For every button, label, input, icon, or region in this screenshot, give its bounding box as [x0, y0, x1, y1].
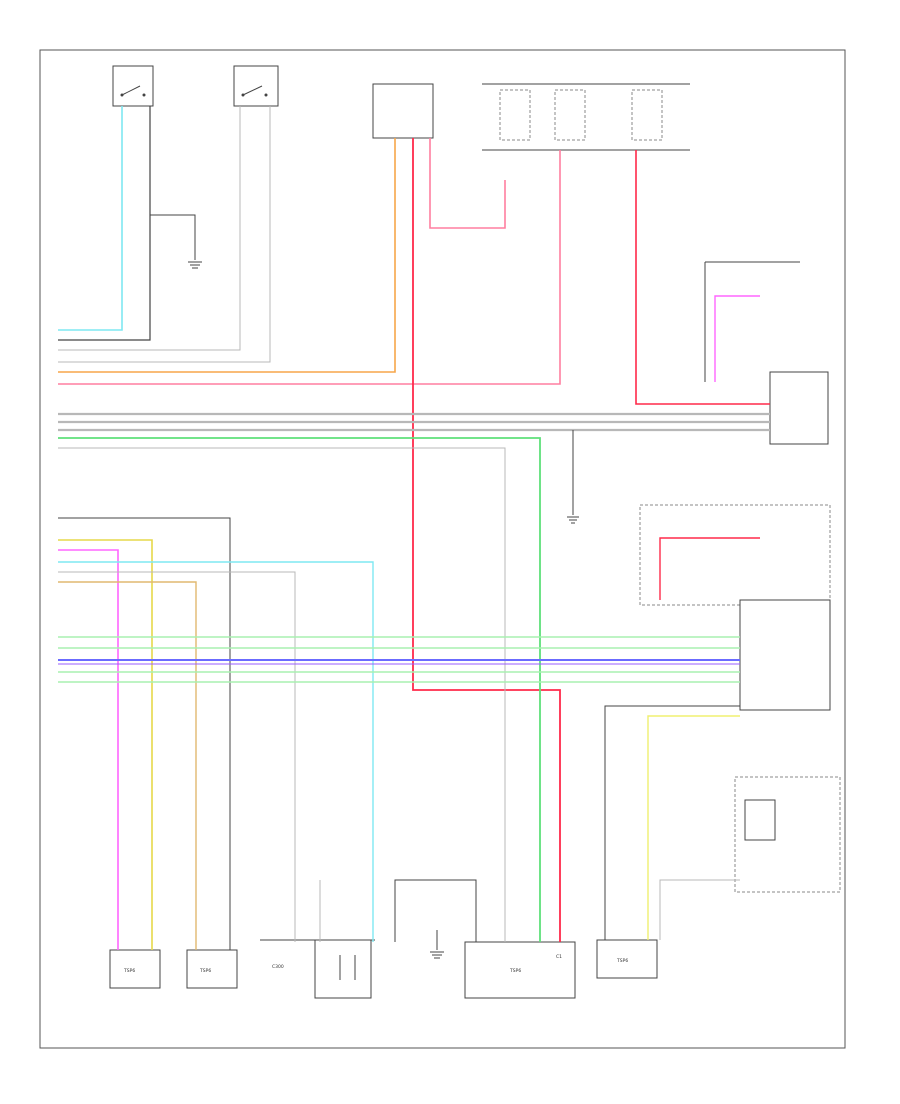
ground-symbol-upper [188, 240, 202, 269]
sensor-bottom-center: TSP6 C1 [464, 941, 576, 999]
wire-blk-right-lower [604, 705, 740, 940]
wire-tan [58, 581, 197, 950]
wire-gry-switch2-b [58, 106, 271, 363]
switch-component-right [233, 65, 279, 107]
sensor-bottom-right: TSP6 [596, 939, 658, 979]
ground-symbol-center [567, 505, 579, 524]
wire-blk-bottom-gnd [394, 879, 477, 942]
wire-pink-violet-right [714, 295, 760, 382]
wire-pnk [429, 138, 506, 229]
ground-symbol-bottom [430, 930, 444, 959]
wire-blk-ground-branch [150, 214, 196, 240]
wire-gry-vert-center [58, 447, 506, 942]
sensor-code-center: TSP6 [509, 968, 521, 974]
connector-label-right: C1 [556, 954, 562, 960]
wire-harness [58, 106, 770, 950]
wire-grn [58, 437, 541, 942]
wire-pink-violet [58, 549, 119, 950]
wire-red-right [635, 150, 770, 405]
module-right-middle [639, 504, 831, 711]
wire-ltyel [647, 715, 740, 940]
wire-ltblu-lower [58, 561, 374, 942]
fuse-panel-top-right [482, 83, 690, 151]
wire-red-module [659, 537, 760, 600]
wire-red-vertical [412, 138, 561, 942]
diagram-frame [39, 49, 846, 1049]
wire-blk-top-left [58, 106, 151, 341]
switch-component-left [112, 65, 154, 107]
sensor-code-1: TSP6 [123, 968, 135, 974]
wire-org [58, 138, 396, 373]
wire-gry-lower [58, 571, 296, 942]
wire-gry-right-lower [659, 879, 740, 940]
wire-yel [58, 539, 153, 950]
sensor-code-right: TSP6 [616, 958, 628, 964]
sensor-bottom-left-1: TSP6 [109, 949, 161, 989]
wire-ltblu-top-left [58, 106, 123, 331]
sensor-bottom-center-left: C300 [260, 939, 375, 999]
wire-blk-lower-left [58, 517, 231, 950]
fuse-box-top-center [372, 83, 434, 139]
wire-pnk-long [58, 150, 561, 385]
module-right-lower [734, 776, 841, 893]
module-right-upper [704, 261, 829, 445]
wire-gry-switch2 [58, 106, 241, 351]
sensor-code-2: TSP6 [199, 968, 211, 974]
sensor-bottom-left-2: TSP6 [186, 949, 238, 989]
connector-label-left: C300 [272, 964, 284, 970]
